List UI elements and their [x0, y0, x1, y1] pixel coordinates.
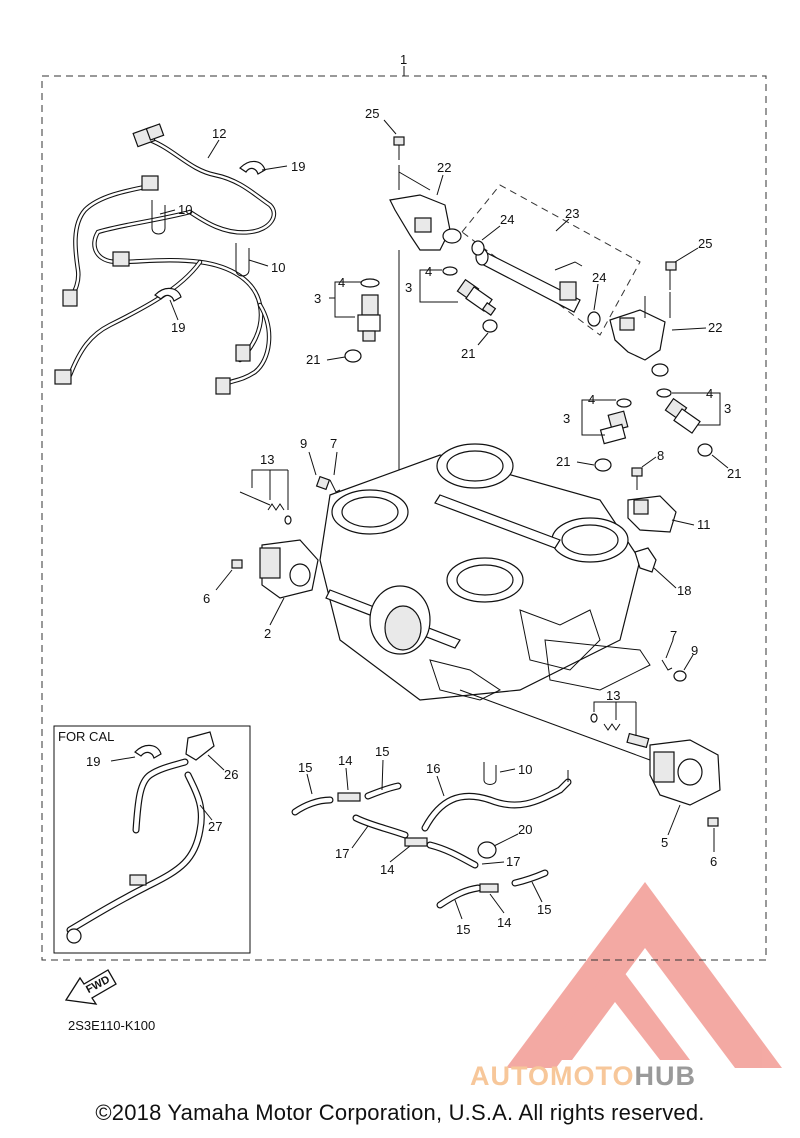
injector-right-lower: [594, 398, 632, 472]
callout-10c: 10: [518, 762, 532, 777]
callout-3a: 3: [314, 291, 321, 306]
sensor-11: [627, 467, 677, 533]
injector-right-far: [656, 388, 713, 457]
callout-15d: 15: [537, 902, 551, 917]
fuel-rail-pipe: [471, 240, 601, 327]
callout-24a: 24: [500, 212, 514, 227]
callout-1: 1: [400, 52, 407, 67]
callout-11: 11: [697, 517, 711, 532]
callout-3b: 3: [405, 280, 412, 295]
callout-19a: 19: [291, 159, 305, 174]
callout-22b: 22: [708, 320, 722, 335]
callout-21d: 21: [727, 466, 741, 481]
callout-14c: 14: [497, 915, 511, 930]
harness-clips: [151, 160, 266, 302]
callout-15b: 15: [375, 744, 389, 759]
callout-4b: 4: [425, 264, 432, 279]
copyright-notice: ©2018 Yamaha Motor Corporation, U.S.A. A…: [95, 1100, 705, 1125]
injector-middle: [442, 266, 498, 333]
callout-26: 26: [224, 767, 238, 782]
callout-17a: 17: [335, 846, 349, 861]
idle-screw-right: [590, 713, 650, 749]
for-cal-inset: [53, 725, 251, 954]
callout-6a: 6: [203, 591, 210, 606]
throttle-sensor-left: [231, 539, 319, 599]
callout-9b: 9: [691, 643, 698, 658]
wire-harness: [54, 123, 277, 395]
callout-4c: 4: [588, 392, 595, 407]
for-cal-parts: [66, 731, 215, 944]
callout-27: 27: [208, 819, 222, 834]
callout-15a: 15: [298, 760, 312, 775]
callout-18: 18: [677, 583, 691, 598]
callout-19c: 19: [86, 754, 100, 769]
callout-16: 16: [426, 761, 440, 776]
callout-3c: 3: [563, 411, 570, 426]
callout-25b: 25: [698, 236, 712, 251]
watermark-brand-part2: HUB: [635, 1061, 697, 1091]
callout-13a: 13: [260, 452, 274, 467]
callout-8: 8: [657, 448, 664, 463]
callout-12: 12: [212, 126, 226, 141]
callout-24b: 24: [592, 270, 606, 285]
callout-19b: 19: [171, 320, 185, 335]
callout-13b: 13: [606, 688, 620, 703]
callout-7a: 7: [330, 436, 337, 451]
callout-21c: 21: [556, 454, 570, 469]
diagram-code: 2S3E110-K100: [68, 1018, 155, 1033]
throttle-sensor-right: [649, 739, 721, 827]
callout-14b: 14: [380, 862, 394, 877]
callout-3d: 3: [724, 401, 731, 416]
callout-15c: 15: [456, 922, 470, 937]
parts-diagram: 1 12 19 10 10 19: [41, 52, 782, 1091]
throttle-body: [319, 443, 651, 701]
watermark-brand-part1: AUTOMOTO: [470, 1061, 635, 1091]
watermark-text: AUTOMOTOHUB: [470, 1061, 696, 1091]
callout-10a: 10: [178, 202, 192, 217]
callout-23: 23: [565, 206, 579, 221]
callout-4d: 4: [706, 386, 713, 401]
callout-5: 5: [661, 835, 668, 850]
callout-17b: 17: [506, 854, 520, 869]
callout-22a: 22: [437, 160, 451, 175]
fwd-arrow-icon: FWD: [64, 969, 117, 1005]
watermark-logo: [506, 882, 782, 1068]
callout-10b: 10: [271, 260, 285, 275]
for-cal-label: FOR CAL: [58, 729, 114, 744]
hose-set: [291, 762, 572, 909]
callout-25a: 25: [365, 106, 379, 121]
callout-21b: 21: [461, 346, 475, 361]
callout-4a: 4: [338, 275, 345, 290]
injector-left: [344, 278, 381, 363]
callout-9a: 9: [300, 436, 307, 451]
callout-6b: 6: [710, 854, 717, 869]
callout-21a: 21: [306, 352, 320, 367]
callout-20: 20: [518, 822, 532, 837]
fuel-rail-bracket-left: [389, 136, 462, 251]
fuel-rail-bracket-right: [609, 261, 677, 377]
idle-screw-left: [239, 475, 341, 525]
callout-14a: 14: [338, 753, 352, 768]
callout-2: 2: [264, 626, 271, 641]
callout-7b: 7: [670, 628, 677, 643]
